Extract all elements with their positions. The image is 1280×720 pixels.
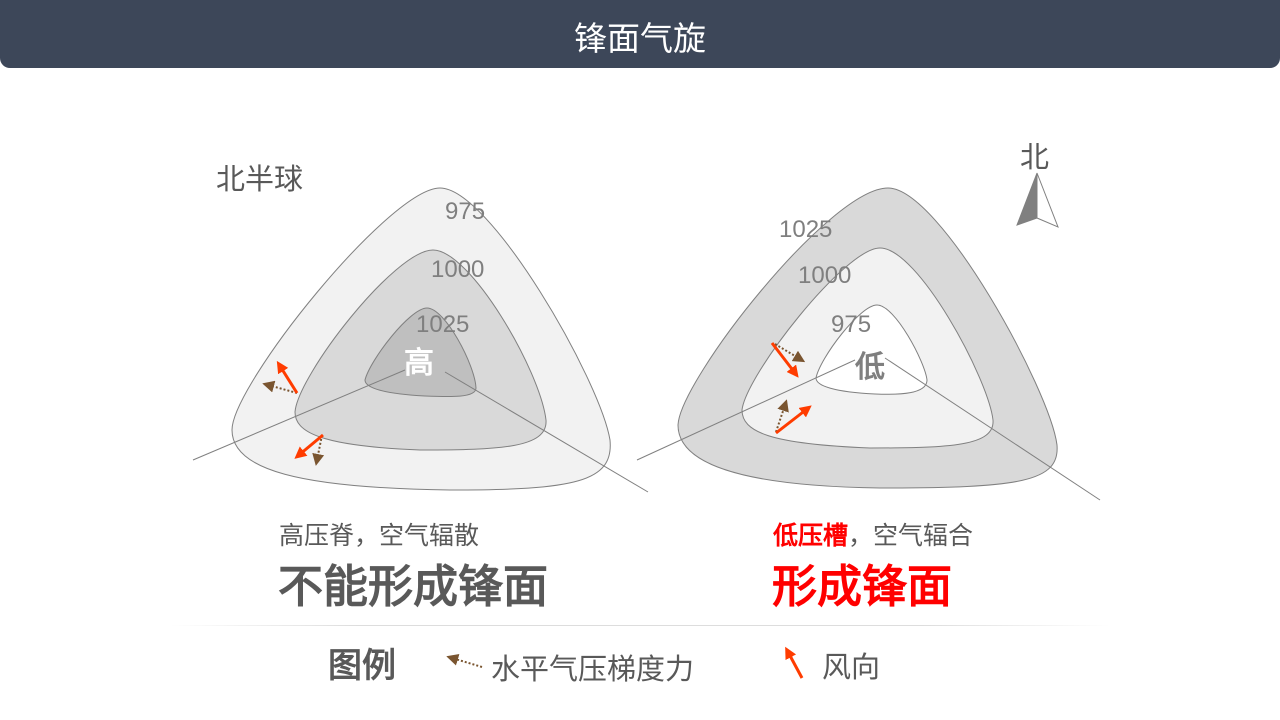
hemisphere-label: 北半球 bbox=[216, 162, 304, 196]
axis-line bbox=[444, 371, 649, 493]
left-caption-big: 不能形成锋面 bbox=[278, 560, 549, 613]
legend-wind-arrow-icon bbox=[785, 646, 804, 679]
isobar-label: 975 bbox=[445, 198, 486, 225]
trough-label: 低压槽 bbox=[773, 521, 849, 550]
isobar-975 bbox=[815, 304, 928, 395]
isobar-label: 1025 bbox=[779, 216, 833, 243]
force-arrow bbox=[774, 343, 806, 363]
legend-wind-label: 风向 bbox=[822, 650, 881, 684]
wind-arrow bbox=[770, 342, 799, 378]
left-caption-small: 高压脊，空气辐散 bbox=[279, 521, 480, 550]
right-caption-big: 形成锋面 bbox=[772, 560, 953, 613]
high-pressure-diagram bbox=[192, 187, 649, 493]
axis-line bbox=[636, 359, 856, 461]
isobar-label: 975 bbox=[831, 311, 872, 338]
high-center-label: 高 bbox=[404, 346, 434, 381]
north-label: 北 bbox=[1020, 140, 1050, 174]
legend-force-label: 水平气压梯度力 bbox=[491, 652, 695, 686]
wind-arrow bbox=[775, 405, 812, 435]
force-arrow bbox=[775, 399, 789, 433]
right-caption-small: 低压槽，空气辐合 bbox=[773, 516, 973, 552]
wind-arrow bbox=[294, 433, 324, 459]
low-center-label: 低 bbox=[855, 350, 885, 385]
legend-title: 图例 bbox=[328, 646, 396, 686]
convergence-label: ，空气辐合 bbox=[848, 521, 974, 550]
divider bbox=[170, 625, 1110, 626]
force-arrow bbox=[262, 380, 298, 394]
isobar-label: 1025 bbox=[416, 311, 470, 338]
axis-line bbox=[192, 369, 406, 461]
title-bar: 锋面气旋 bbox=[0, 0, 1280, 68]
legend-force-arrow-icon bbox=[446, 653, 483, 668]
page-title: 锋面气旋 bbox=[574, 19, 706, 58]
force-arrow bbox=[312, 434, 325, 466]
axis-line bbox=[884, 357, 1101, 501]
low-pressure-diagram bbox=[636, 187, 1101, 501]
north-arrow-icon bbox=[1016, 172, 1059, 228]
wind-arrow bbox=[276, 360, 299, 394]
isobar-label: 1000 bbox=[431, 256, 485, 283]
isobar-label: 1000 bbox=[798, 262, 852, 289]
